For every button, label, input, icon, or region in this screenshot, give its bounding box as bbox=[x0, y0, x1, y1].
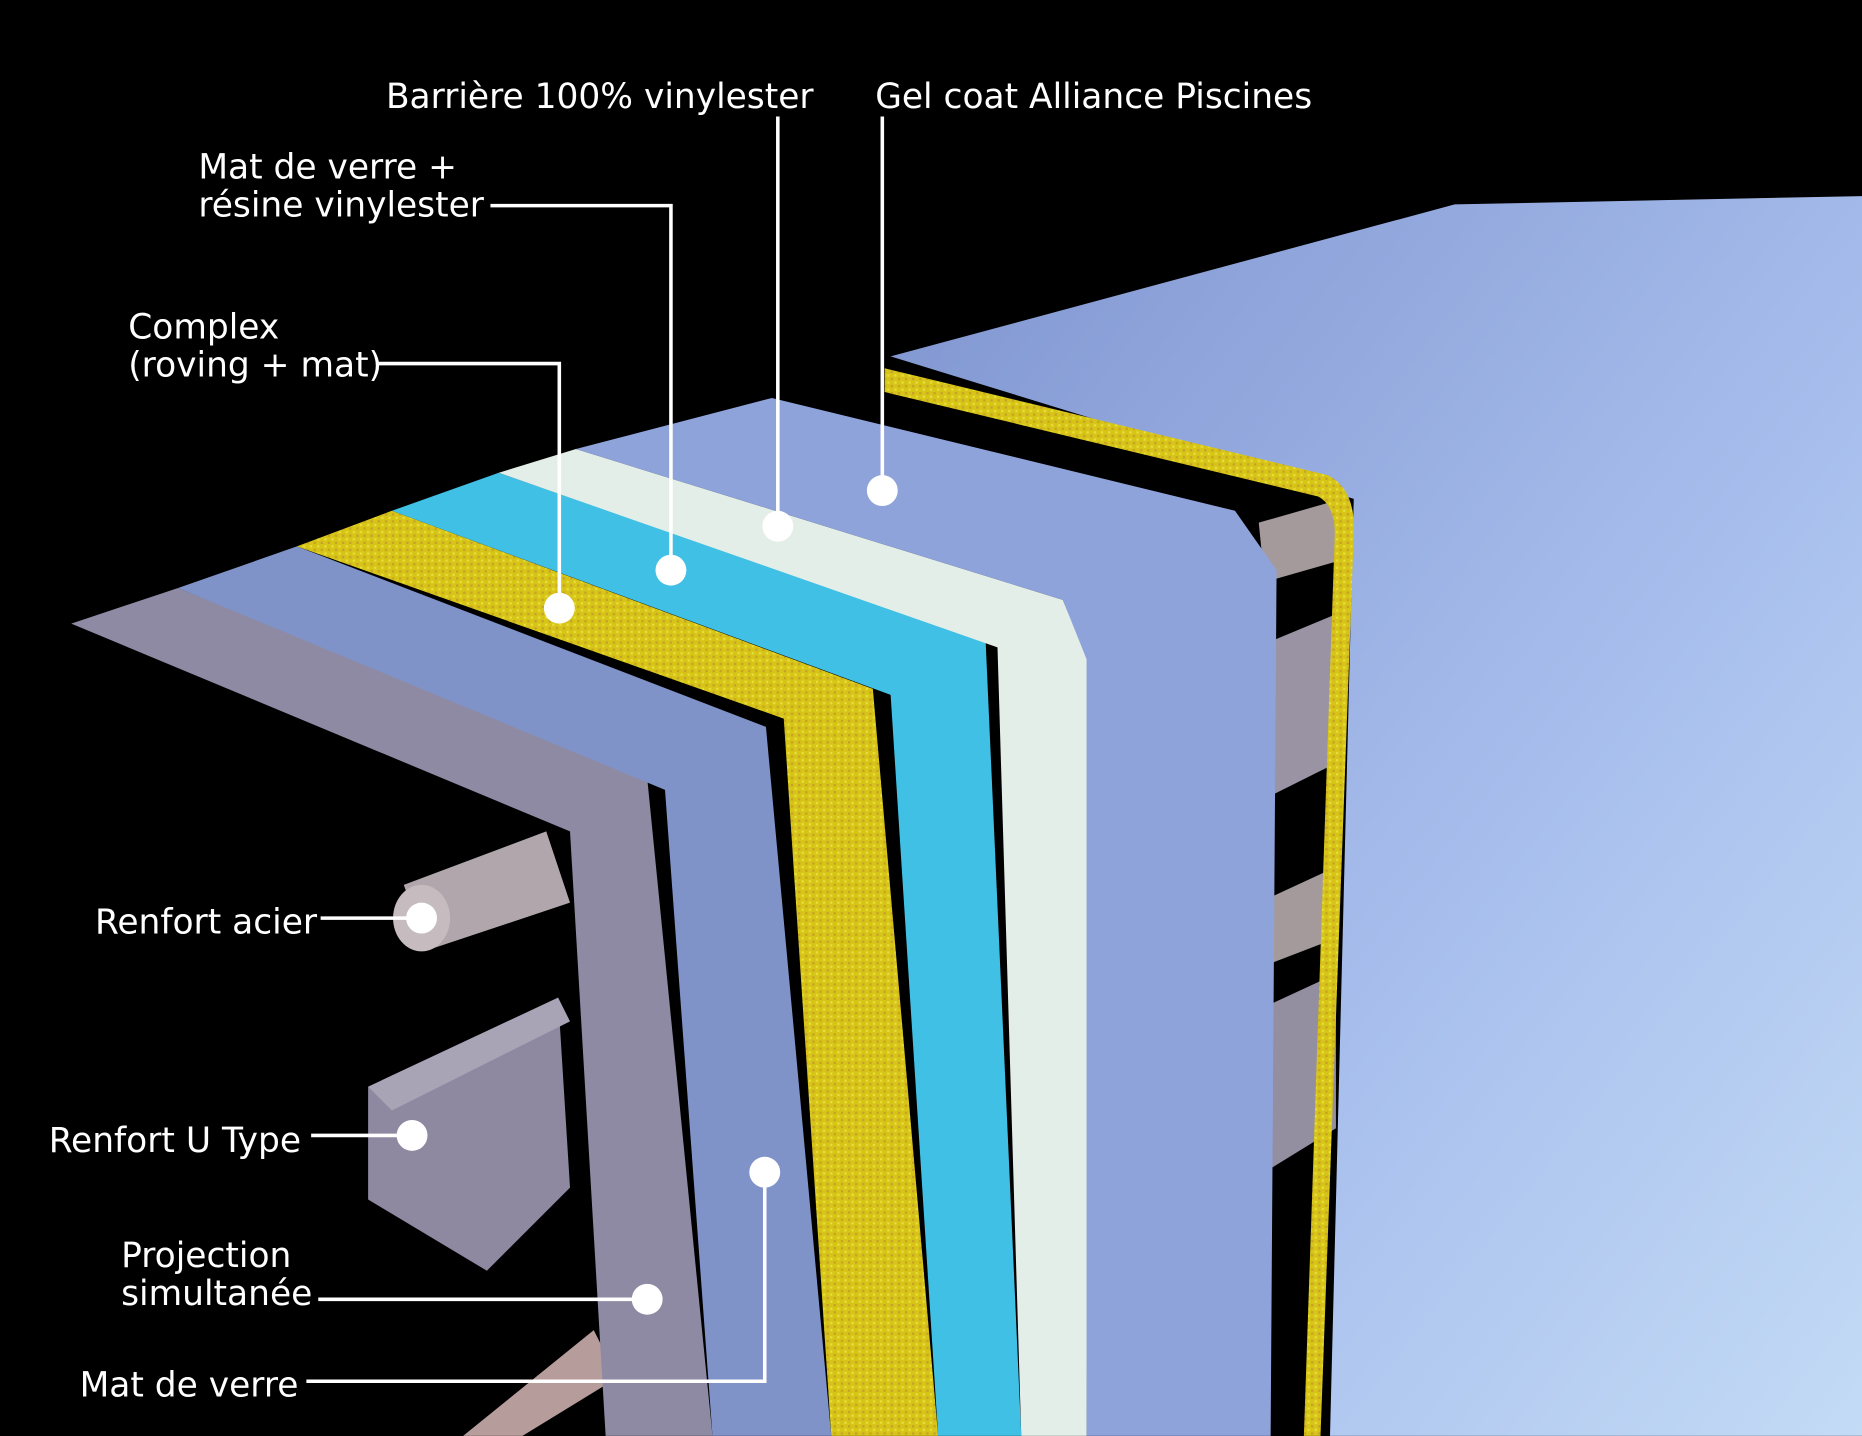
label-mat-verre: Mat de verre bbox=[80, 1366, 299, 1406]
label-projection-line1: Projection bbox=[121, 1236, 291, 1276]
leader-lines bbox=[306, 116, 885, 1383]
label-barriere: Barrière 100% vinylester bbox=[386, 77, 814, 117]
layer-complex bbox=[296, 510, 939, 1436]
label-renfort-acier: Renfort acier bbox=[95, 903, 318, 943]
label-mat-resine-line2: résine vinylester bbox=[198, 185, 484, 225]
layer-barrier bbox=[498, 449, 1091, 1436]
label-projection-line2: simultanée bbox=[121, 1274, 312, 1314]
layer-gelcoat bbox=[575, 397, 1277, 1436]
label-mat-resine-line1: Mat de verre + bbox=[198, 147, 457, 187]
right-complex-strip bbox=[884, 368, 1354, 1436]
dot-renfort-acier bbox=[406, 902, 437, 934]
dot-complex bbox=[543, 592, 575, 624]
layer-mat-resine bbox=[391, 472, 1022, 1436]
dot-barriere bbox=[762, 510, 794, 542]
layer-mat-de-verre bbox=[71, 587, 713, 1436]
label-gelcoat: Gel coat Alliance Piscines bbox=[875, 77, 1312, 117]
label-complex-line1: Complex bbox=[128, 308, 279, 348]
layer-projection bbox=[178, 546, 832, 1436]
label-complex-line2: (roving + mat) bbox=[128, 346, 382, 386]
marker-dots bbox=[396, 475, 898, 1315]
renfort-u-block bbox=[368, 997, 570, 1271]
dot-projection bbox=[631, 1283, 663, 1315]
dot-renfort-u bbox=[396, 1119, 428, 1151]
label-renfort-u: Renfort U Type bbox=[49, 1121, 301, 1161]
pool-wall-block bbox=[890, 196, 1862, 1436]
dot-mat-verre bbox=[749, 1156, 781, 1188]
dot-gelcoat bbox=[866, 475, 898, 507]
dot-mat-resine bbox=[655, 554, 687, 586]
